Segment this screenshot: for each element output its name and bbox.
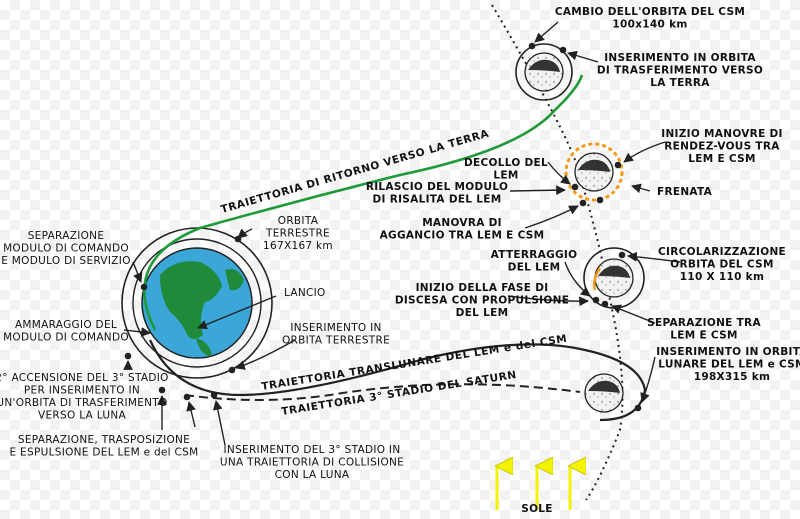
label-line: LEM	[493, 170, 518, 182]
earth-orbit-inner	[132, 238, 262, 368]
label-line: CON LA LUNA	[275, 469, 350, 481]
label-line: INIZIO MANOVRE DI	[661, 128, 782, 140]
translunar-trajectory	[148, 339, 647, 422]
label-line: SEPARAZIONE	[28, 230, 105, 242]
label-line: INSERIMENTO IN ORBITA	[656, 346, 800, 358]
label-line: RENDEZ-VOUS TRA	[664, 141, 780, 153]
label-line: VERSO LA LUNA	[38, 410, 126, 422]
label-line: ORBITA	[278, 215, 319, 227]
label-line: MODULO DI COMANDO	[3, 243, 129, 255]
label-line: INSERIMENTO DEL 3° STADIO IN	[224, 444, 401, 456]
leader-arrows	[123, 21, 681, 446]
label-line: LEM E CSM	[688, 153, 755, 165]
label-line: RILASCIO DEL MODULO	[366, 181, 508, 193]
moon-4	[584, 373, 624, 413]
label-line: MODULO DI COMANDO	[3, 332, 129, 344]
label-line: E ESPULSIONE DEL LEM e del CSM	[9, 447, 198, 459]
label-line: CAMBIO DELL'ORBITA DEL CSM	[555, 6, 745, 18]
sun-arrows	[497, 466, 570, 510]
label-line: 110 X 110 km	[680, 271, 764, 283]
label-line: 2° ACCENSIONE DEL 3° STADIO	[0, 372, 169, 384]
label-line: 167X167 km	[263, 240, 333, 252]
label-line: LEM E CSM	[670, 330, 737, 342]
label-line: DEL LEM	[508, 262, 561, 274]
label-line: LA TERRA	[650, 77, 710, 89]
label-line: ORBITA TERRESTRE	[282, 335, 390, 347]
label-line: 100x140 km	[612, 19, 687, 31]
label-line: INIZIO DELLA FASE DI	[416, 282, 549, 294]
label-line: INSERIMENTO IN	[290, 322, 381, 334]
saturn-trajectory	[184, 383, 581, 401]
label-line: 198X315 km	[694, 371, 771, 383]
return-trajectory	[143, 74, 584, 331]
label-line: SEPARAZIONE, TRASPOSIZIONE	[18, 434, 190, 446]
label-line: UN'ORBITA DI TRASFERIMENTO	[0, 397, 168, 409]
moon-2	[564, 142, 624, 202]
label-line: LANCIO	[284, 287, 326, 299]
label-line: FRENATA	[657, 186, 713, 198]
label-line: DEL LEM	[456, 307, 509, 319]
moon-1	[515, 43, 573, 101]
earth	[141, 247, 253, 359]
label-line: AGGANCIO TRA LEM E CSM	[380, 230, 545, 242]
label-line: SEPARAZIONE TRA	[647, 317, 761, 329]
label-line: DECOLLO DEL	[464, 157, 548, 169]
label-lancio: LANCIO	[284, 287, 326, 299]
label-frenata: FRENATA	[657, 186, 713, 198]
label-line: DI RISALITA DEL LEM	[373, 194, 502, 206]
label-line: TERRESTRE	[265, 228, 330, 240]
label-line: DISCESA CON PROPULSIONE	[395, 295, 569, 307]
label-line: MANOVRA DI	[422, 217, 502, 229]
label-sole: SOLE	[521, 503, 553, 515]
moon-3	[583, 247, 645, 309]
label-line: UNA TRAIETTORIA DI COLLISIONE	[220, 457, 404, 469]
label-line: E MODULO DI SERVIZIO	[1, 255, 131, 267]
label-line: DI TRASFERIMENTO VERSO	[597, 65, 763, 77]
label-line: AMMARAGGIO DEL	[15, 319, 117, 331]
label-line: LUNARE DEL LEM e CSM	[658, 359, 800, 371]
label-line: ORBITA DEL CSM	[670, 259, 773, 271]
label-line: CIRCOLARIZZAZIONE	[658, 246, 786, 258]
label-line: PER INSERIMENTO IN	[24, 385, 140, 397]
label-line: ATTERRAGGIO	[491, 249, 578, 261]
label-line: INSERIMENTO IN ORBITA	[604, 52, 756, 64]
label-line: SOLE	[521, 503, 553, 515]
